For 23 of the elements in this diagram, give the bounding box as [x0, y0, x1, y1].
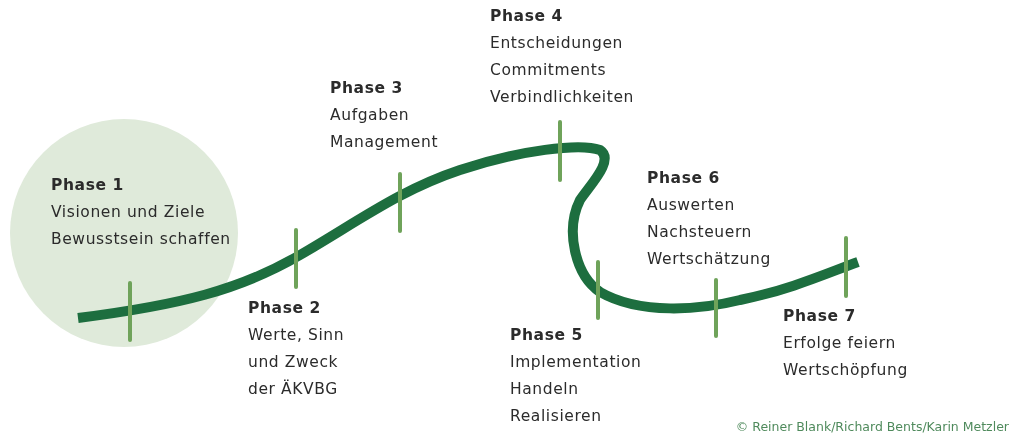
phase-description: Nachsteuern: [647, 222, 753, 243]
phase-description: Commitments: [490, 60, 608, 81]
phase-heading: Phase 1: [51, 175, 125, 196]
copyright-note: © Reiner Blank/Richard Bents/Karin Metzler: [735, 419, 1009, 434]
phase-description: Wertschätzung: [647, 249, 772, 270]
phase-heading: Phase 4: [490, 6, 564, 27]
phase-description: Werte, Sinn und Zweck der ÄKVBG: [248, 325, 346, 400]
phase-heading: Phase 7: [783, 306, 857, 327]
phase-description: Verbindlichkeiten: [490, 87, 635, 108]
phase-heading: Phase 5: [510, 325, 584, 346]
phase-description: Handeln: [510, 379, 580, 400]
phase-description: Aufgaben Management: [330, 105, 440, 153]
phase-heading: Phase 6: [647, 168, 721, 189]
phase-description: Bewusstsein schaffen: [51, 229, 232, 250]
phase-description: Entscheidungen: [490, 33, 625, 54]
phase-description: Wertschöpfung: [783, 360, 909, 381]
phase-description: Erfolge feiern: [783, 333, 897, 354]
phase-description: Visionen und Ziele: [51, 202, 207, 223]
phase-heading: Phase 3: [330, 78, 404, 99]
phase-description: Realisieren: [510, 406, 603, 427]
phase-heading: Phase 2: [248, 298, 322, 319]
phase-description: Implementation: [510, 352, 643, 373]
phase-description: Auswerten: [647, 195, 736, 216]
